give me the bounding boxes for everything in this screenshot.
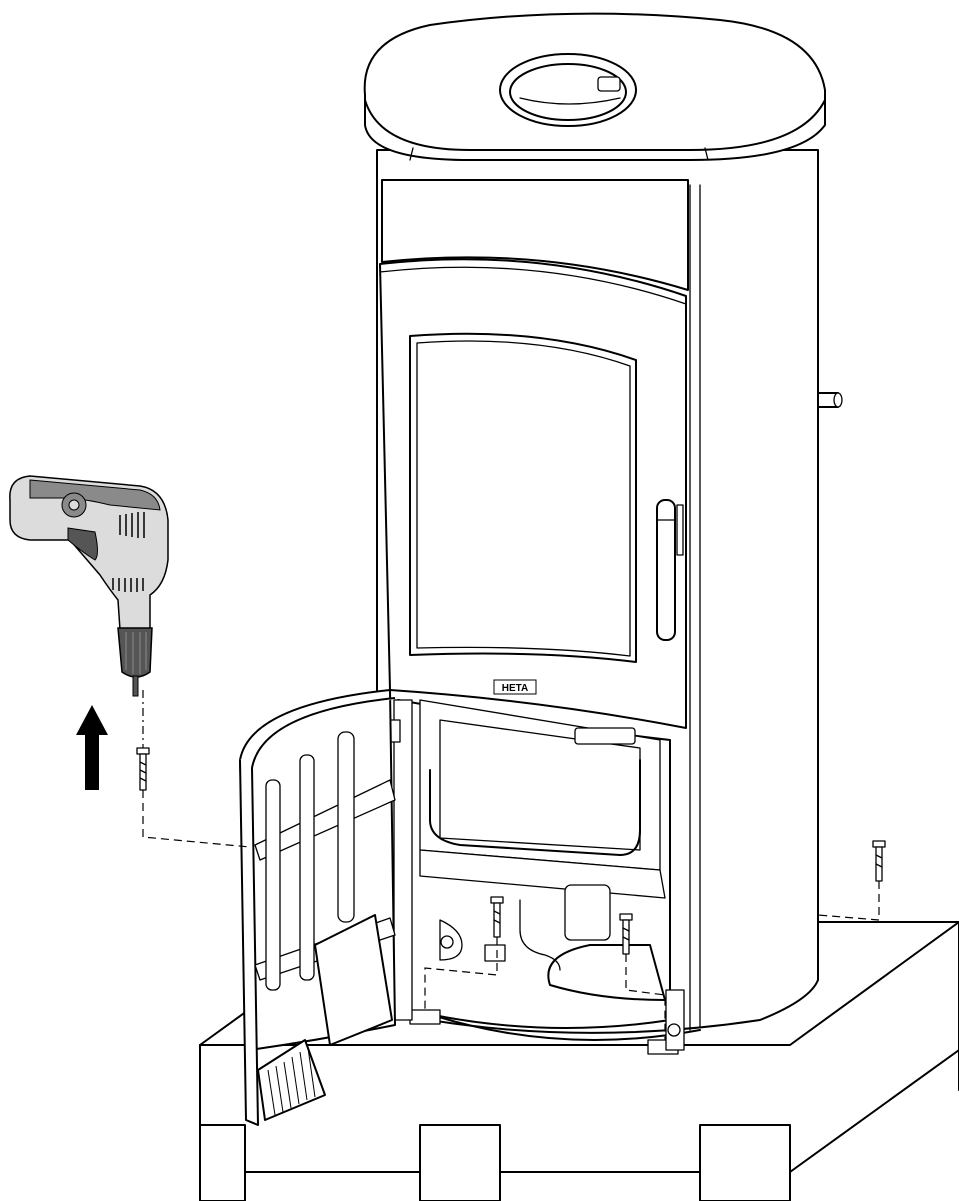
drill-trigger [67, 527, 98, 561]
pallet [199, 921, 959, 1201]
upper-front-panel [381, 179, 689, 291]
screw-icon [490, 896, 504, 904]
stove: HETA [363, 12, 843, 1055]
inner-air-duct [564, 884, 611, 941]
brand-logo: HETA [502, 683, 528, 694]
fixing-bracket-left [409, 1009, 441, 1025]
door-handle [656, 499, 676, 641]
guide-center-screw [424, 937, 498, 1010]
door-top-trim [379, 266, 687, 305]
guide-outer-right-screw [817, 881, 880, 921]
lid-edge-line [364, 99, 826, 151]
screw-left [136, 747, 150, 791]
door-latch-plate [574, 727, 636, 745]
inner-bracket [519, 899, 561, 971]
screw-icon [136, 747, 150, 755]
bracket-hole [440, 935, 454, 949]
tool-handle-shovel [299, 754, 315, 981]
screw-icon [872, 840, 886, 848]
tool-handle-brush [337, 731, 355, 923]
right-latch-knob [667, 1023, 681, 1037]
ash-pan-box [439, 719, 641, 851]
flue-inner-detail [519, 97, 621, 105]
lid-segment-2 [704, 147, 709, 161]
fixing-bracket-center [484, 944, 506, 962]
hinge-column [393, 699, 413, 1021]
door-glass-window [409, 332, 637, 663]
screw-outer-right [872, 840, 886, 882]
screw-inner-right [619, 913, 633, 955]
storage-door-edge [239, 697, 396, 1126]
drill-chuck [117, 627, 153, 678]
side-air-inlet-end [833, 392, 843, 408]
right-latch-column [665, 989, 685, 1051]
logo-plate [493, 679, 537, 695]
drill-bit [132, 675, 139, 697]
screw-icon [619, 913, 633, 921]
pallet-foot-center [419, 1124, 501, 1201]
arrow-up-icon [76, 705, 108, 790]
pallet-foot-left [199, 1124, 246, 1201]
guide-left-screw [142, 790, 251, 848]
pallet-foot-right [699, 1124, 791, 1201]
guide-lines [142, 690, 880, 1040]
flue-collar-inner [509, 63, 627, 121]
ash-pan-handle [429, 759, 641, 856]
door-glass-inner [416, 340, 631, 657]
handle-hinge [676, 504, 684, 556]
guide-inner-right-screw [625, 954, 666, 1040]
ash-shovel [314, 914, 393, 1046]
lid-segment-1 [409, 147, 414, 161]
open-storage-door [239, 689, 396, 1126]
flue-damper-tab [597, 76, 621, 92]
power-drill-icon [9, 475, 169, 697]
tool-handle-poker [265, 779, 281, 991]
hearth-brush [257, 1039, 326, 1121]
